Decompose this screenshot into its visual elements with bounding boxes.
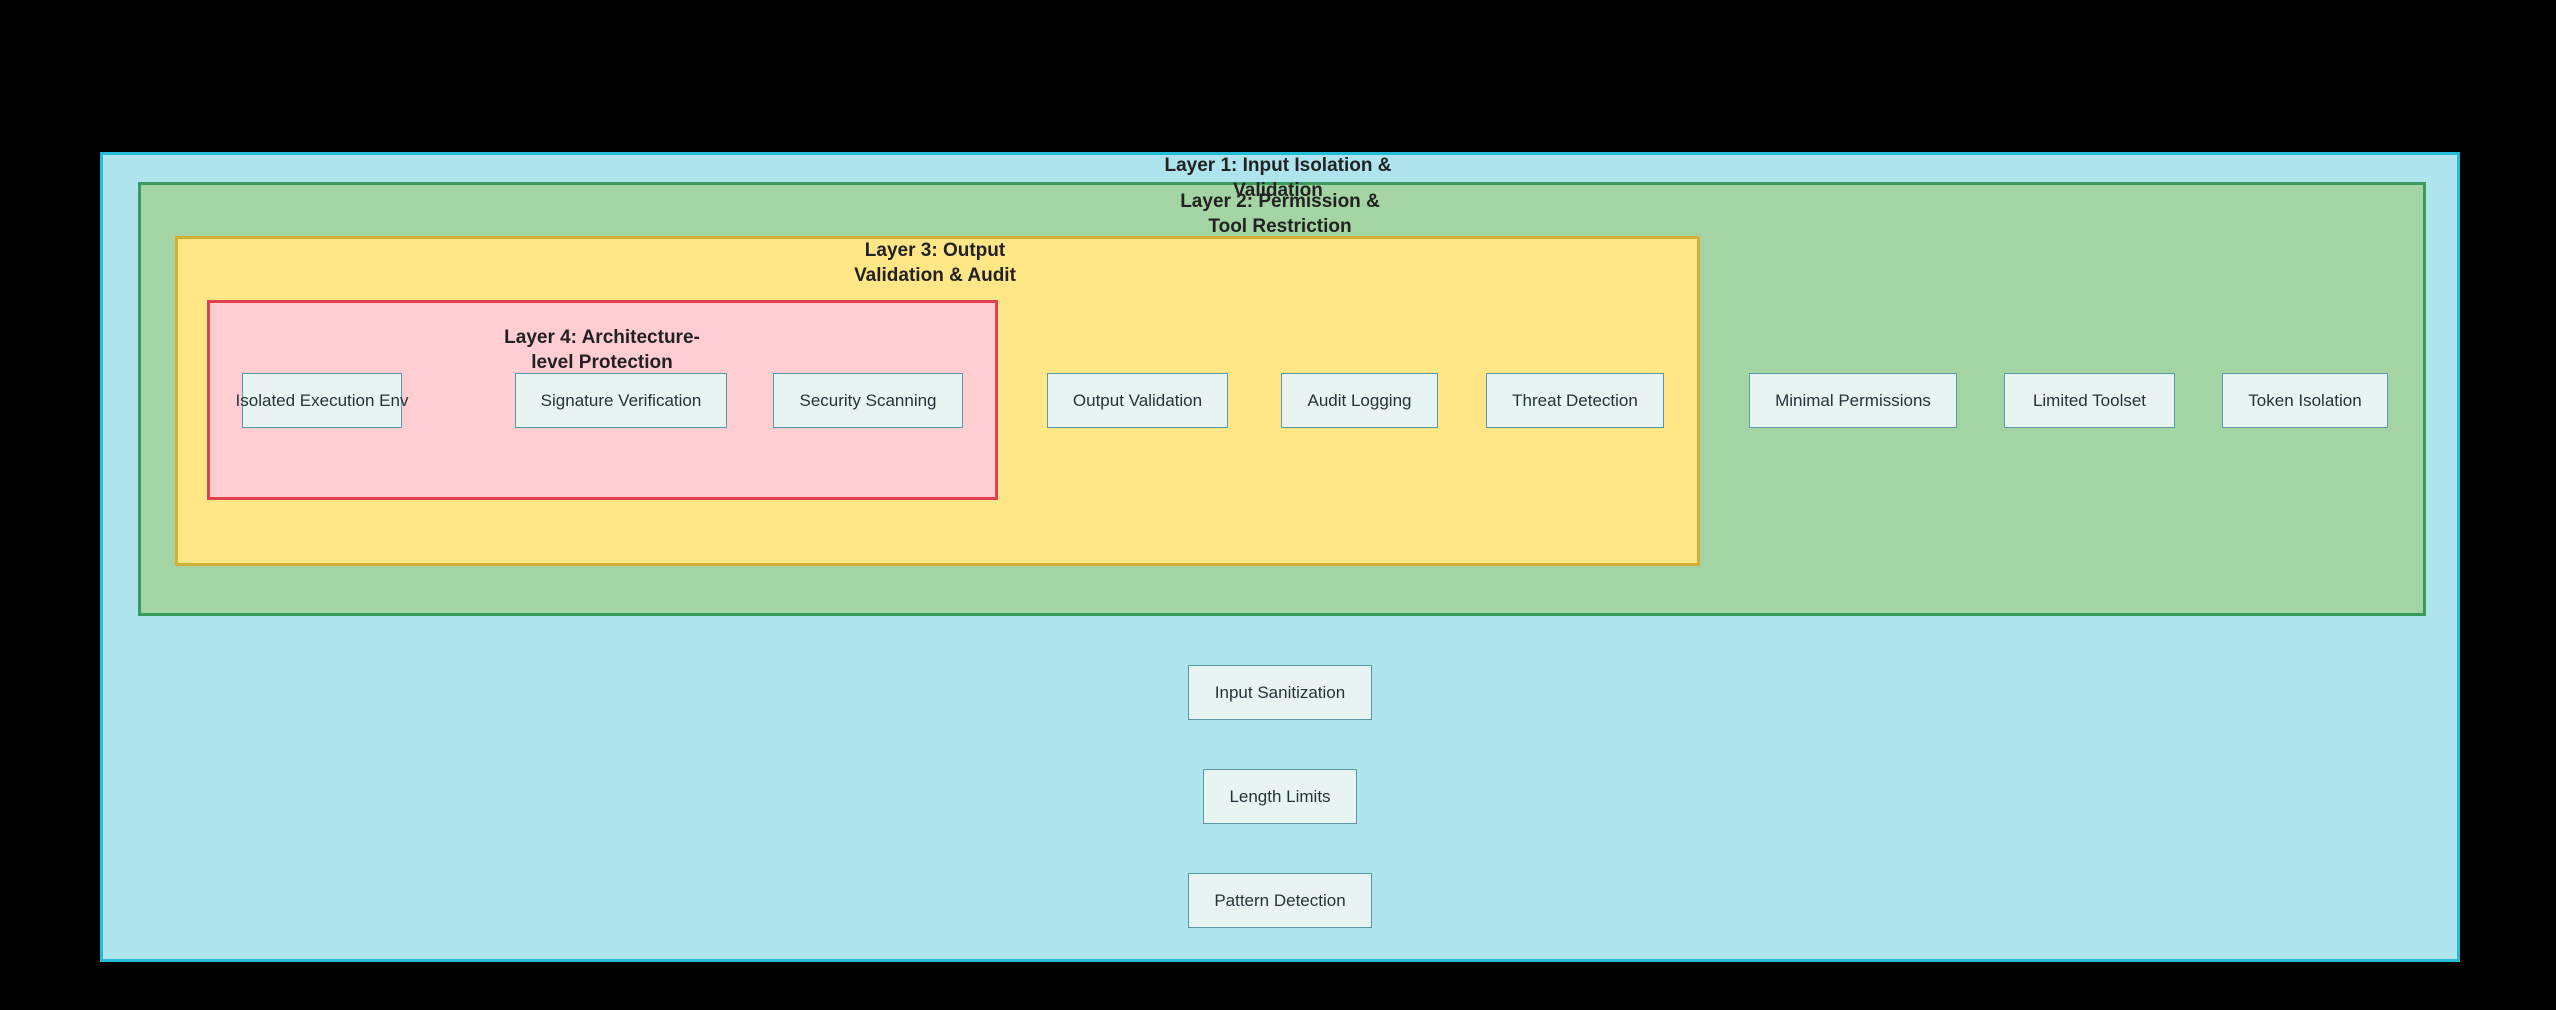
component-token-isolation[interactable]: Token Isolation xyxy=(2222,373,2388,428)
component-security-scanning[interactable]: Security Scanning xyxy=(773,373,963,428)
component-limited-toolset[interactable]: Limited Toolset xyxy=(2004,373,2175,428)
component-length-limits[interactable]: Length Limits xyxy=(1203,769,1357,824)
component-pattern-detection[interactable]: Pattern Detection xyxy=(1188,873,1372,928)
component-output-validation[interactable]: Output Validation xyxy=(1047,373,1228,428)
component-signature-verification[interactable]: Signature Verification xyxy=(515,373,727,428)
component-threat-detection[interactable]: Threat Detection xyxy=(1486,373,1664,428)
component-input-sanitization[interactable]: Input Sanitization xyxy=(1188,665,1372,720)
component-isolated-execution-env[interactable]: Isolated Execution Env xyxy=(236,373,408,428)
component-audit-logging[interactable]: Audit Logging xyxy=(1281,373,1438,428)
component-minimal-permissions[interactable]: Minimal Permissions xyxy=(1749,373,1957,428)
